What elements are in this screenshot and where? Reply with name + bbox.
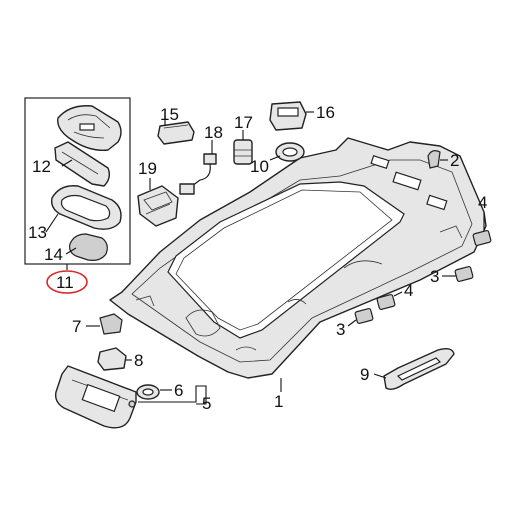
leader-10	[269, 155, 281, 161]
callout-14: 14	[44, 245, 63, 264]
hook-clip	[427, 150, 441, 169]
callout-3-middle: 3	[336, 320, 345, 339]
visor-clip	[97, 347, 127, 371]
callout-1: 1	[274, 392, 283, 411]
leader-13	[45, 213, 59, 233]
callout-16: 16	[316, 103, 335, 122]
clip-3-middle	[354, 307, 374, 325]
leader-3-middle	[347, 319, 357, 327]
callout-5: 5	[202, 394, 211, 413]
leader-9	[373, 373, 387, 379]
callout-18: 18	[204, 123, 223, 142]
leader-4-middle	[393, 291, 403, 297]
visor-clip-ring	[136, 384, 160, 400]
callout-17: 17	[234, 113, 253, 132]
grab-handle	[383, 347, 455, 391]
headliner	[109, 137, 487, 379]
callout-3-right: 3	[430, 267, 439, 286]
console-frame	[50, 185, 122, 230]
callout-8: 8	[134, 351, 143, 370]
leader-5	[138, 385, 207, 405]
ring-lens	[275, 142, 305, 162]
callout-11: 11	[56, 273, 74, 292]
callout-13: 13	[28, 223, 47, 242]
wire-harness	[179, 153, 217, 195]
lens-panel	[54, 141, 111, 187]
callout-2: 2	[450, 151, 459, 170]
callout-15: 15	[160, 105, 179, 124]
overhead-console-top	[57, 105, 122, 151]
clip-3-right	[454, 265, 474, 283]
clip-4-upper	[472, 229, 492, 247]
inset-box	[24, 97, 131, 265]
highlight-ring	[46, 270, 88, 294]
callout-4-upper: 4	[478, 193, 487, 212]
visor-bracket	[99, 313, 123, 335]
clip-4-middle	[376, 293, 396, 311]
callout-10: 10	[250, 157, 269, 176]
callout-9: 9	[360, 365, 369, 384]
callout-19: 19	[138, 159, 157, 178]
sun-visor	[54, 365, 137, 429]
callout-12: 12	[32, 157, 51, 176]
callout-7: 7	[72, 317, 81, 336]
switch-module	[157, 121, 195, 145]
sensor-module	[269, 101, 307, 131]
leader-12	[61, 159, 73, 167]
small-cover	[69, 233, 108, 261]
callout-6: 6	[174, 381, 183, 400]
callout-4-middle: 4	[404, 281, 413, 300]
leader-14	[65, 247, 77, 255]
control-unit	[137, 185, 179, 227]
